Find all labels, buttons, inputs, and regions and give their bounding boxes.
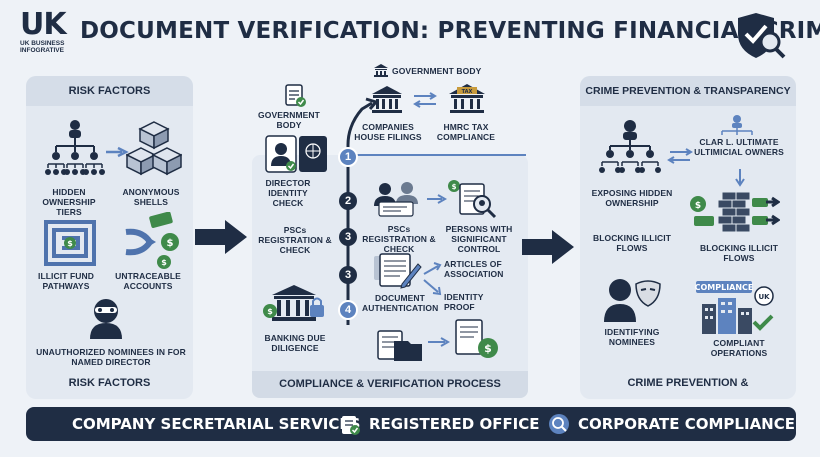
risk-factors-footer: RISK FACTORS: [68, 377, 151, 389]
blocking-illicit-flows-left-label: BLOCKING ILLICIT FLOWS: [592, 233, 672, 253]
step-badge-3: 3: [339, 228, 357, 246]
svg-text:$: $: [695, 201, 701, 211]
hidden-ownership-label: HIDDEN OWNERSHIP TIERS: [42, 187, 96, 217]
bank-lock-icon: $: [263, 285, 324, 321]
government-body-top-label: GOVERNMENT BODY: [392, 66, 482, 76]
compliance-badge: COMPLIANCE: [695, 283, 754, 292]
step-badge-4: 4: [338, 300, 358, 320]
companies-house-label: COMPANIES HOUSE FILINGS: [354, 122, 422, 142]
director-check-label: DIRECTOR IDENTITY CHECK: [265, 178, 311, 208]
ownership-tree-icon: [599, 120, 661, 173]
page-title: DOCUMENT VERIFICATION: PREVENTING FINANC…: [80, 18, 820, 44]
logo-subtitle-line-2: INFOGRATIVE: [20, 47, 64, 54]
logo-subtitle-line-1: UK BUSINESS: [20, 40, 65, 47]
compliant-operations-label: COMPLIANT OPERATIONS: [710, 338, 768, 358]
exposing-hidden-ownership-label: EXPOSING HIDDEN OWNERSHIP: [591, 188, 673, 208]
brick-wall-money-icon: $: [690, 191, 780, 233]
compliance-buildings-icon: COMPLIANCE UK: [695, 281, 774, 334]
arrow-right-icon: [106, 146, 129, 158]
uk-badge: UK: [758, 293, 770, 301]
clipboard-check-icon: [285, 84, 306, 107]
pscs-registration-left-label: PSCs REGISTRATION & CHECK: [258, 225, 332, 255]
arrow-down-icon: [735, 169, 745, 187]
registered-office-link[interactable]: REGISTERED OFFICE: [369, 415, 540, 433]
id-passport-icon: [265, 135, 327, 173]
branch-arrows-icon: [423, 262, 442, 296]
illicit-fund-label: ILLICIT FUND PATHWAYS: [38, 271, 94, 291]
arrow-right-icon: [427, 194, 448, 204]
pscs-registration-mid-label: PSCs REGISTRATION & CHECK: [362, 224, 436, 254]
corporate-compliance-link[interactable]: CORPORATE COMPLIANCE: [578, 415, 795, 433]
crime-prevention-panel: CRIME PREVENTION & TRANSPARENCY: [580, 76, 796, 399]
unauthorized-nominees-label: UNAUTHORIZED NOMINEES IN FOR NAMED DIREC…: [36, 347, 186, 367]
brand-logo: UK UK BUSINESS INFOGRATIVE: [20, 10, 76, 58]
step-badge-2: 2: [339, 192, 357, 210]
hmrc-label: HMRC TAX COMPLIANCE: [436, 122, 496, 142]
owner-tree-icon: [721, 115, 753, 135]
nominee-mask-icon: [604, 279, 661, 322]
people-group-icon: [374, 182, 418, 217]
crime-prevention-footer: CRIME PREVENTION &: [627, 377, 749, 389]
svg-text:$: $: [161, 258, 167, 267]
flow-arrow-icon: [522, 230, 574, 264]
crime-prevention-heading: CRIME PREVENTION & TRANSPARENCY: [580, 76, 796, 106]
shell-cubes-icon: [126, 121, 182, 176]
hmrc-building-icon: TAX: [449, 84, 485, 113]
svg-text:$: $: [484, 342, 492, 355]
anonymous-shells-label: ANONYMOUS SHELLS: [122, 187, 180, 207]
banking-due-diligence-label: BANKING DUE DILIGENCE: [264, 333, 326, 353]
logo-subtitle: UK BUSINESS INFOGRATIVE: [20, 40, 76, 54]
document-authentication-label: DOCUMENT AUTHENTICATION: [362, 293, 439, 313]
folder-documents-icon: [377, 330, 422, 361]
svg-text:$: $: [452, 183, 457, 191]
identifying-nominees-label: IDENTIFYING NOMINEES: [604, 327, 660, 347]
step-badge-3b: 3: [339, 266, 357, 284]
document-pen-icon: [374, 253, 422, 289]
money-document-icon: $: [455, 319, 498, 358]
company-secretarial-link[interactable]: COMPANY SECRETARIAL SERVICES: [72, 415, 361, 433]
svg-text:$: $: [67, 239, 73, 248]
persons-significant-control-label: PERSONS WITH SIGNIFICANT CONTROL: [445, 224, 513, 254]
blocking-illicit-flows-right-label: BLOCKING ILLICIT FLOWS: [699, 243, 779, 263]
clar-ultimate-owners-label: CLAR L. ULTIMATE ULTIMICIAL OWNERS: [694, 137, 784, 157]
hmrc-tax-badge: TAX: [462, 89, 473, 95]
compliance-seal-icon: [549, 414, 569, 434]
identity-proof-label: IDENTITY PROOF: [444, 292, 484, 312]
risk-factors-heading: RISK FACTORS: [26, 76, 193, 106]
logo-letters: UK: [20, 7, 67, 42]
swap-arrows-icon: [667, 148, 693, 164]
maze-icon: $: [44, 220, 96, 266]
masked-person-icon: [90, 299, 122, 339]
untraceable-accounts-label: UNTRACEABLE ACCOUNTS: [115, 271, 181, 291]
services-bar: COMPANY SECRETARIAL SERVICES REGISTERED …: [26, 407, 796, 441]
articles-label: ARTICLES OF ASSOCIATION: [444, 259, 504, 279]
significant-control-icon: $: [448, 180, 497, 219]
clipboard-check-icon: [342, 416, 360, 435]
courthouse-icon: [372, 86, 402, 113]
bank-small-icon: [374, 64, 388, 77]
ownership-tree-icon: [45, 120, 105, 175]
swap-arrows-icon: [413, 92, 437, 108]
arrow-right-icon: [428, 337, 451, 347]
flow-arrow-icon: [195, 220, 247, 254]
government-body-label: GOVERNMENT BODY: [258, 110, 320, 130]
svg-text:$: $: [267, 307, 273, 316]
step-badge-1: 1: [338, 147, 358, 167]
shield-search-icon: [738, 13, 786, 59]
money-arrows-icon: $ $: [125, 212, 179, 269]
verification-footer: COMPLIANCE & VERIFICATION PROCESS: [252, 371, 528, 398]
svg-text:$: $: [167, 238, 174, 249]
